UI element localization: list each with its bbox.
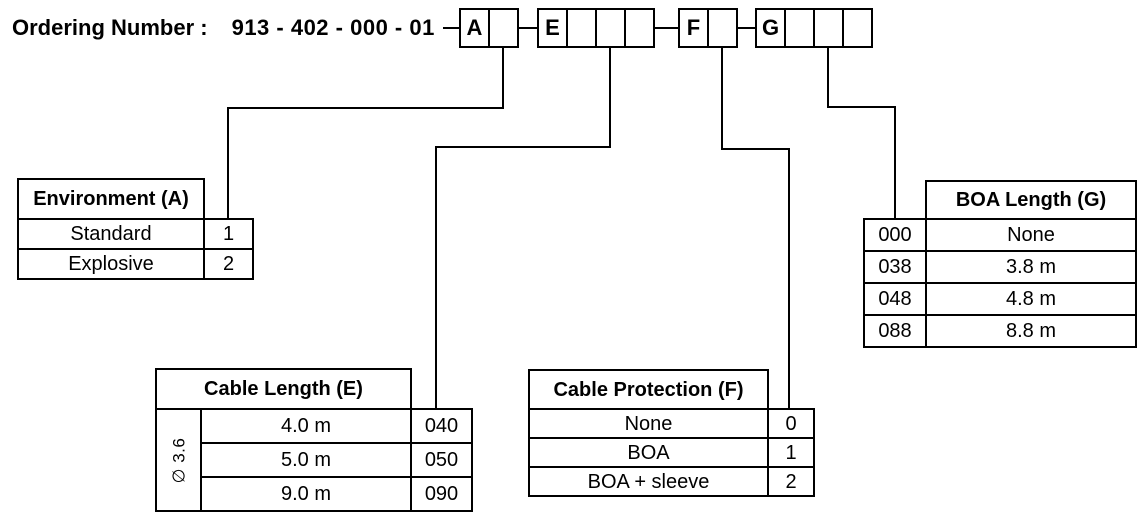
table-row: Explosive 2 (17, 248, 254, 280)
code-box-g-digit-3 (842, 8, 873, 48)
cable-diameter-cell: ∅ 3.6 (155, 408, 202, 512)
table-row: Standard 1 (17, 218, 254, 250)
cable-protection-label: BOA + sleeve (528, 466, 769, 497)
cable-length-value: 5.0 m (200, 442, 412, 478)
code-box-g-digit-1 (784, 8, 815, 48)
page-title: Ordering Number : 913 - 402 - 000 - 01 (12, 8, 435, 48)
connector-a-to-environment-table (227, 46, 504, 222)
cable-length-code: 050 (410, 442, 473, 478)
boa-length-code: 048 (863, 282, 927, 316)
cable-protection-code: 0 (767, 408, 815, 439)
code-box-group-f: F (678, 8, 738, 48)
table-row: 9.0 m 090 (200, 476, 473, 512)
boa-length-table: BOA Length (G) 000 None 038 3.8 m 048 4.… (863, 180, 1137, 348)
table-row: 000 None (863, 218, 1137, 252)
code-box-e-digit-3 (624, 8, 655, 48)
boa-length-value: 8.8 m (925, 314, 1137, 348)
connector-e-to-cable-length-table (435, 46, 611, 412)
code-box-f-letter: F (678, 8, 709, 48)
table-row: 038 3.8 m (863, 250, 1137, 284)
code-box-group-a: A (459, 8, 519, 48)
cable-diameter-note: ∅ 3.6 (169, 437, 189, 483)
code-box-e-letter: E (537, 8, 568, 48)
code-box-group-e: E (537, 8, 655, 48)
code-box-e-digit-1 (566, 8, 597, 48)
cable-length-table: Cable Length (E) ∅ 3.6 4.0 m 040 5.0 m 0… (155, 368, 473, 512)
cable-protection-code: 1 (767, 437, 815, 468)
code-box-a-digit (488, 8, 519, 48)
cable-length-value: 9.0 m (200, 476, 412, 512)
table-row: 088 8.8 m (863, 314, 1137, 348)
table-row: None 0 (528, 408, 815, 439)
table-row: BOA + sleeve 2 (528, 466, 815, 497)
environment-table: Environment (A) Standard 1 Explosive 2 (17, 178, 254, 280)
cable-protection-code: 2 (767, 466, 815, 497)
environment-option-label: Standard (17, 218, 205, 250)
code-box-g-letter: G (755, 8, 786, 48)
boa-length-code: 000 (863, 218, 927, 252)
cable-protection-table-header: Cable Protection (F) (528, 369, 769, 410)
table-row: BOA 1 (528, 437, 815, 468)
cable-length-code: 090 (410, 476, 473, 512)
cable-protection-label: BOA (528, 437, 769, 468)
code-box-group-g: G (755, 8, 873, 48)
ordering-number-value: 913 - 402 - 000 - 01 (231, 15, 435, 40)
environment-option-code: 2 (203, 248, 254, 280)
environment-table-header: Environment (A) (17, 178, 205, 220)
boa-length-value: 3.8 m (925, 250, 1137, 284)
cable-protection-table: Cable Protection (F) None 0 BOA 1 BOA + … (528, 369, 815, 497)
table-row: 5.0 m 050 (200, 442, 473, 478)
table-row: 4.0 m 040 (200, 408, 473, 444)
code-box-f-digit (707, 8, 738, 48)
cable-length-rows: 4.0 m 040 5.0 m 050 9.0 m 090 (200, 408, 473, 512)
cable-protection-label: None (528, 408, 769, 439)
boa-length-value: 4.8 m (925, 282, 1137, 316)
connector-f-to-cable-protection-table (721, 46, 790, 412)
environment-option-code: 1 (203, 218, 254, 250)
cable-length-table-header: Cable Length (E) (155, 368, 412, 410)
cable-length-table-body: ∅ 3.6 4.0 m 040 5.0 m 050 9.0 m 090 (155, 408, 473, 512)
boa-length-code: 038 (863, 250, 927, 284)
environment-option-label: Explosive (17, 248, 205, 280)
cable-length-value: 4.0 m (200, 408, 412, 444)
ordering-number-label: Ordering Number : (12, 15, 208, 40)
code-box-e-digit-2 (595, 8, 626, 48)
code-box-a-letter: A (459, 8, 490, 48)
boa-length-table-header: BOA Length (G) (925, 180, 1137, 220)
cable-length-code: 040 (410, 408, 473, 444)
table-row: 048 4.8 m (863, 282, 1137, 316)
boa-length-code: 088 (863, 314, 927, 348)
code-box-g-digit-2 (813, 8, 844, 48)
boa-length-value: None (925, 218, 1137, 252)
